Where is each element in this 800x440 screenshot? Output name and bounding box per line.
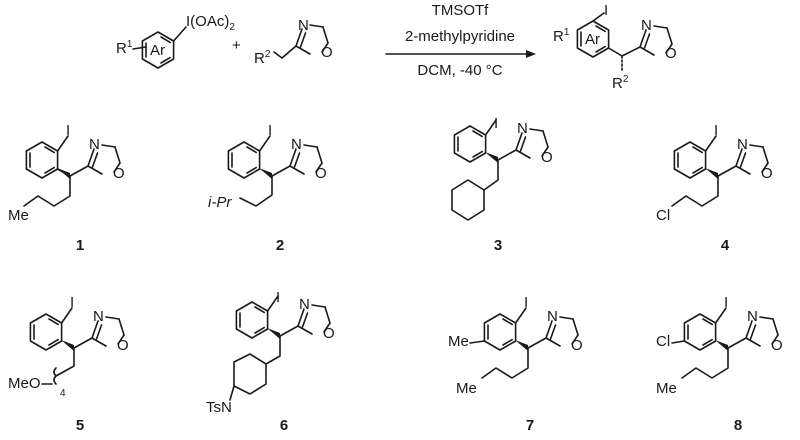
compound-7-n: N: [547, 308, 558, 325]
compound-2-iodo: I: [268, 122, 272, 139]
compound-6-iodo: I: [276, 289, 280, 306]
compound-6: I N O TsN 6: [206, 289, 335, 434]
compound-7-iodo: I: [524, 294, 528, 311]
reaction-arrow: TMSOTf 2-methylpyridine DCM, -40 °C: [385, 2, 536, 79]
plus-sign: +: [232, 37, 241, 54]
condition-solvent-temp: DCM, -40 °C: [417, 62, 502, 79]
compound-4-cl: Cl: [656, 207, 670, 224]
compound-2-n: N: [291, 136, 302, 153]
compound-3-o: O: [541, 149, 553, 166]
compound-5-iodo: I: [70, 294, 74, 311]
substrate-oxazoline: N O R2: [254, 17, 333, 67]
compound-2-ipr: i-Pr: [208, 194, 232, 211]
compound-7-number: 7: [526, 417, 534, 434]
compound-5: I N O MeO 4 5: [8, 294, 129, 434]
compound-4-iodo: I: [714, 122, 718, 139]
oxazoline-o: O: [321, 44, 333, 61]
compound-8-cl: Cl: [656, 333, 670, 350]
compound-8: I Cl N O Me 8: [656, 294, 783, 434]
iodane-label: I(OAc)2: [186, 13, 235, 33]
compound-6-o: O: [323, 325, 335, 342]
compound-2-number: 2: [276, 237, 284, 254]
compound-1: I N O Me 1: [8, 122, 125, 254]
compound-5-number: 5: [76, 417, 84, 434]
compound-1-o: O: [113, 165, 125, 182]
compound-3: I N O 3: [451, 115, 553, 254]
compound-5-n: N: [93, 308, 104, 325]
compound-5-o: O: [117, 337, 129, 354]
compound-8-n: N: [747, 308, 758, 325]
product-o: O: [665, 45, 677, 62]
product-iodo: I: [604, 2, 608, 19]
compound-1-me: Me: [8, 207, 29, 224]
compound-8-number: 8: [734, 417, 742, 434]
compound-3-iodo: I: [494, 115, 498, 132]
compound-6-number: 6: [280, 417, 288, 434]
product-ar-label: Ar: [585, 31, 600, 48]
compound-8-iodo: I: [724, 294, 728, 311]
r1-label: R1: [116, 39, 133, 57]
compound-7-me-aryl: Me: [448, 333, 469, 350]
compound-5-subscript: 4: [60, 388, 66, 399]
compound-4: I N O Cl 4: [656, 122, 773, 254]
compound-1-n: N: [89, 136, 100, 153]
compound-8-o: O: [771, 337, 783, 354]
compound-1-iodo: I: [66, 122, 70, 139]
compound-7: I Me N O Me 7: [448, 294, 583, 434]
compound-5-meo: MeO: [8, 375, 41, 392]
compound-4-o: O: [761, 165, 773, 182]
compound-4-n: N: [737, 136, 748, 153]
compound-6-n: N: [299, 296, 310, 313]
compound-8-me-chain: Me: [656, 380, 677, 397]
oxazoline-n: N: [298, 17, 309, 34]
compound-3-n: N: [517, 120, 528, 137]
ar-ring-label: Ar: [150, 42, 165, 59]
compound-3-number: 3: [494, 237, 502, 254]
substrate-aryl-iodane: I(OAc)2 Ar R1: [116, 13, 235, 69]
compound-2-o: O: [315, 165, 327, 182]
product-r2-label: R2: [612, 74, 629, 92]
compound-4-number: 4: [721, 237, 730, 254]
compound-2: I N O i-Pr 2: [208, 122, 327, 254]
r2-label: R2: [254, 49, 271, 67]
compound-1-number: 1: [76, 237, 84, 254]
condition-reagent: TMSOTf: [432, 2, 489, 19]
compound-6-tsn: TsN: [206, 399, 232, 416]
product-structure: Ar R1 I N O R2: [553, 2, 677, 92]
compound-7-me-chain: Me: [456, 380, 477, 397]
product-r1-label: R1: [553, 27, 570, 45]
product-n: N: [641, 17, 652, 34]
compound-7-o: O: [571, 337, 583, 354]
condition-base: 2-methylpyridine: [405, 28, 515, 45]
